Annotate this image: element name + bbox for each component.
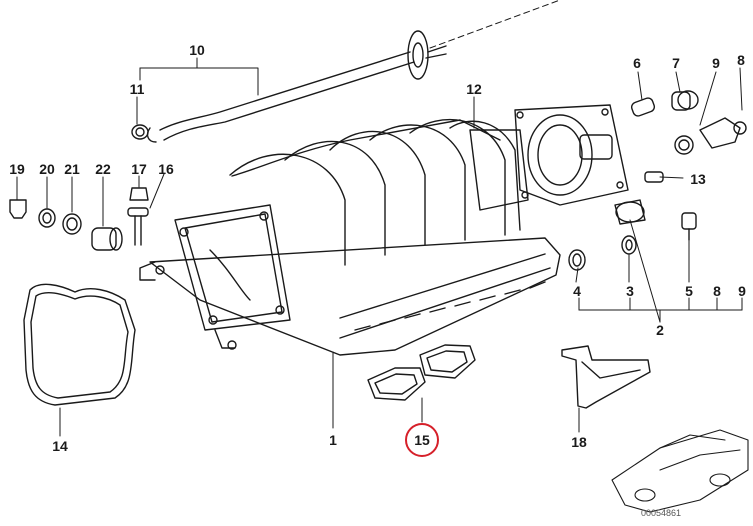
- callout-9: 9: [712, 55, 720, 71]
- callout-10: 10: [189, 42, 205, 58]
- callout-18: 18: [571, 434, 587, 450]
- callout-20: 20: [39, 161, 55, 177]
- callout-1: 1: [329, 432, 337, 448]
- gaskets-15: [367, 344, 476, 401]
- callout-3: 3: [626, 283, 634, 299]
- callout-5: 5: [685, 283, 693, 299]
- callout-22: 22: [95, 161, 111, 177]
- callout-21: 21: [64, 161, 80, 177]
- intake-manifold: [139, 119, 561, 356]
- highlight-circle-15: [405, 423, 439, 457]
- callout-11: 11: [129, 81, 145, 97]
- callout-16: 16: [158, 161, 174, 177]
- small-parts-left: [9, 187, 149, 251]
- callout-9-bottom: 9: [738, 283, 746, 299]
- callout-7: 7: [672, 55, 680, 71]
- bracket-18: [561, 345, 651, 409]
- callout-19: 19: [9, 161, 25, 177]
- leader-lines: [16, 0, 743, 437]
- car-thumbnail: [611, 429, 749, 513]
- callout-4: 4: [573, 283, 581, 299]
- callout-8-bottom: 8: [713, 283, 721, 299]
- gasket-14: [23, 283, 136, 406]
- reference-number: 00054861: [641, 508, 682, 518]
- callout-15: 15: [414, 432, 430, 448]
- callout-17: 17: [131, 161, 147, 177]
- callout-12: 12: [466, 81, 482, 97]
- breather-tube: [131, 30, 447, 143]
- callout-14: 14: [52, 438, 68, 454]
- small-parts-right: [568, 90, 747, 271]
- callout-8: 8: [737, 52, 745, 68]
- throttle-housing: [469, 104, 629, 211]
- callout-6: 6: [633, 55, 641, 71]
- callout-13: 13: [690, 171, 706, 187]
- callout-2: 2: [656, 322, 664, 338]
